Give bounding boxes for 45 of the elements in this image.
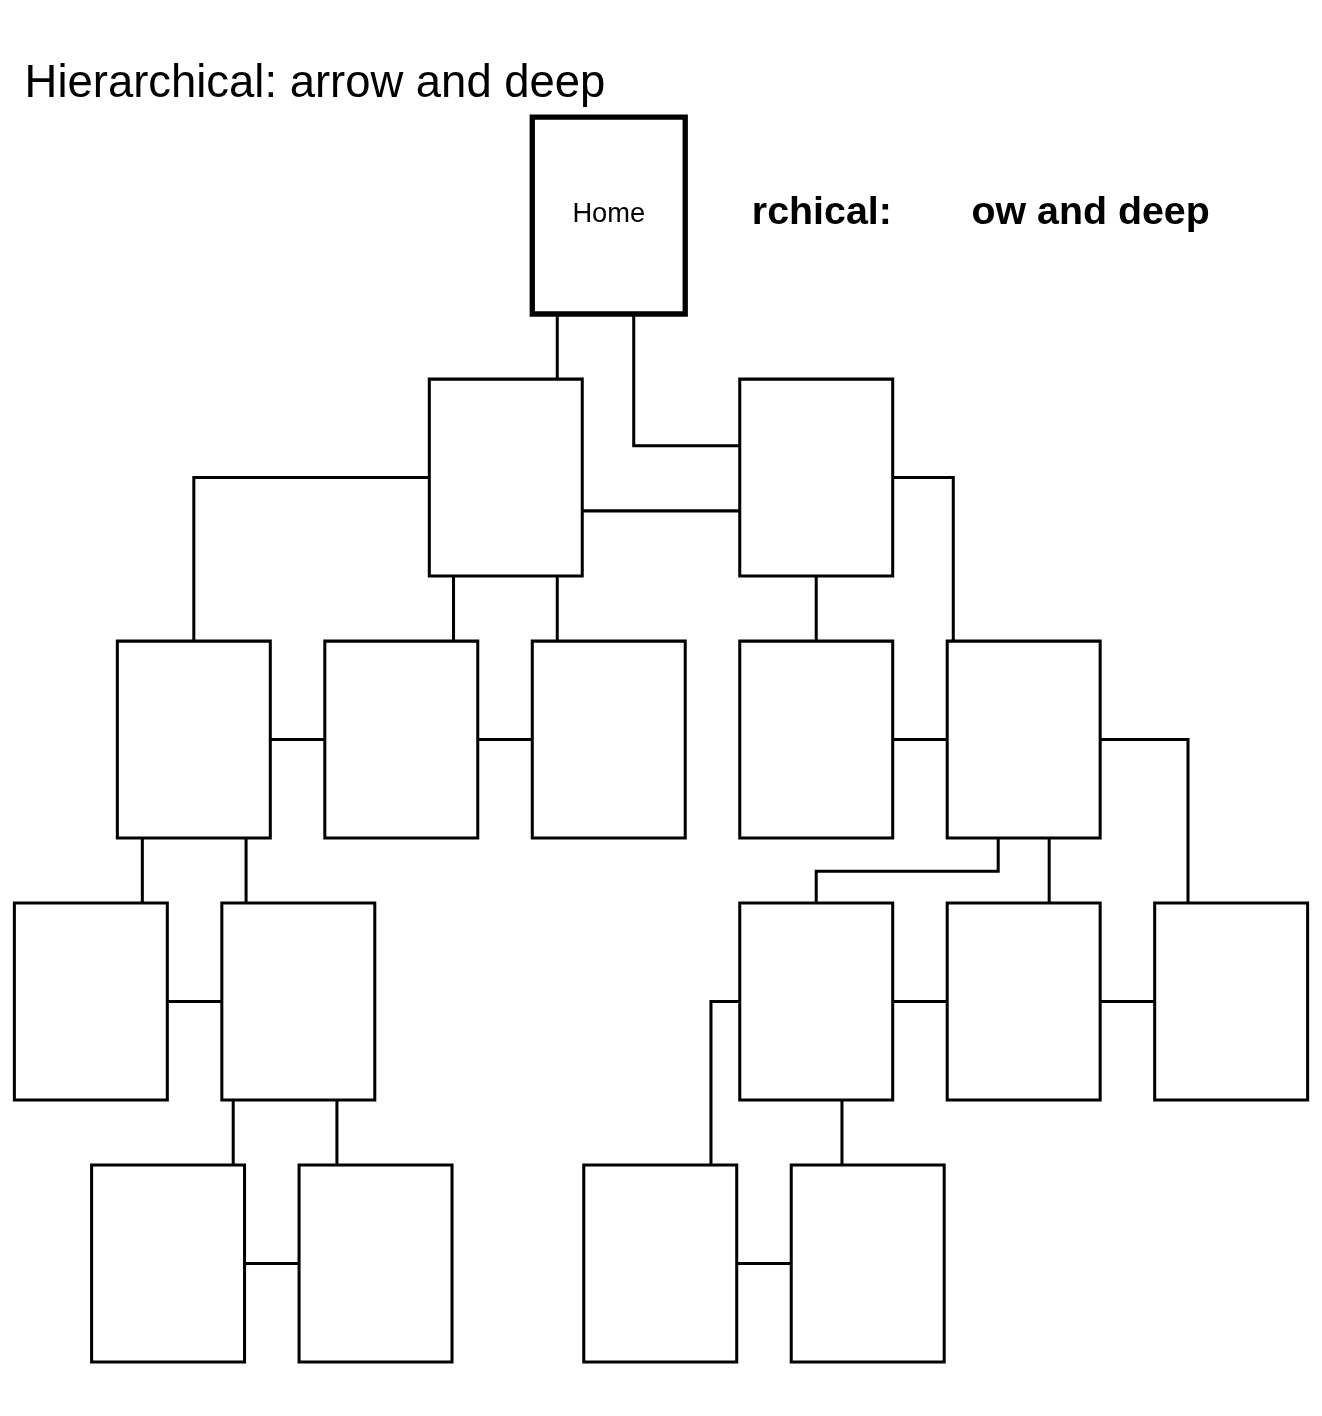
node-box — [323, 639, 480, 839]
connector — [167, 999, 222, 1003]
node-box — [582, 1163, 739, 1363]
node-box — [90, 1163, 247, 1363]
connector — [192, 475, 430, 640]
connector — [582, 508, 740, 512]
connector — [555, 576, 559, 641]
node-box — [945, 901, 1102, 1101]
node-box — [738, 377, 895, 577]
node-box — [738, 639, 895, 839]
connector — [736, 1261, 791, 1265]
connector — [892, 475, 955, 640]
connector — [892, 999, 947, 1003]
connector — [244, 1261, 299, 1265]
connector — [244, 838, 248, 903]
connector — [270, 737, 325, 741]
node-box — [427, 377, 584, 577]
node-box — [530, 639, 687, 839]
node-box — [789, 1163, 946, 1363]
connector — [892, 737, 947, 741]
node-box — [220, 901, 377, 1101]
connector — [709, 999, 740, 1164]
connector — [1100, 999, 1155, 1003]
node-box: Home — [529, 114, 688, 317]
node-box — [115, 639, 272, 839]
connector — [140, 838, 144, 903]
connector — [452, 576, 456, 641]
connector — [840, 1100, 844, 1165]
connector — [1100, 737, 1190, 902]
node-box — [1153, 901, 1310, 1101]
node-box — [12, 901, 169, 1101]
connector — [814, 837, 1000, 903]
node-box — [945, 639, 1102, 839]
connector — [231, 1100, 235, 1165]
connector — [814, 576, 818, 641]
connector — [1047, 838, 1051, 903]
node-box — [738, 901, 895, 1101]
connector — [555, 314, 559, 379]
label: ow and deep — [971, 187, 1210, 232]
connector — [335, 1100, 339, 1165]
diagram-title: Hierarchical: arrow and deep — [24, 55, 606, 107]
label: rchical: — [751, 187, 892, 232]
connector — [632, 314, 740, 447]
connector — [477, 737, 532, 741]
node-box — [297, 1163, 454, 1363]
